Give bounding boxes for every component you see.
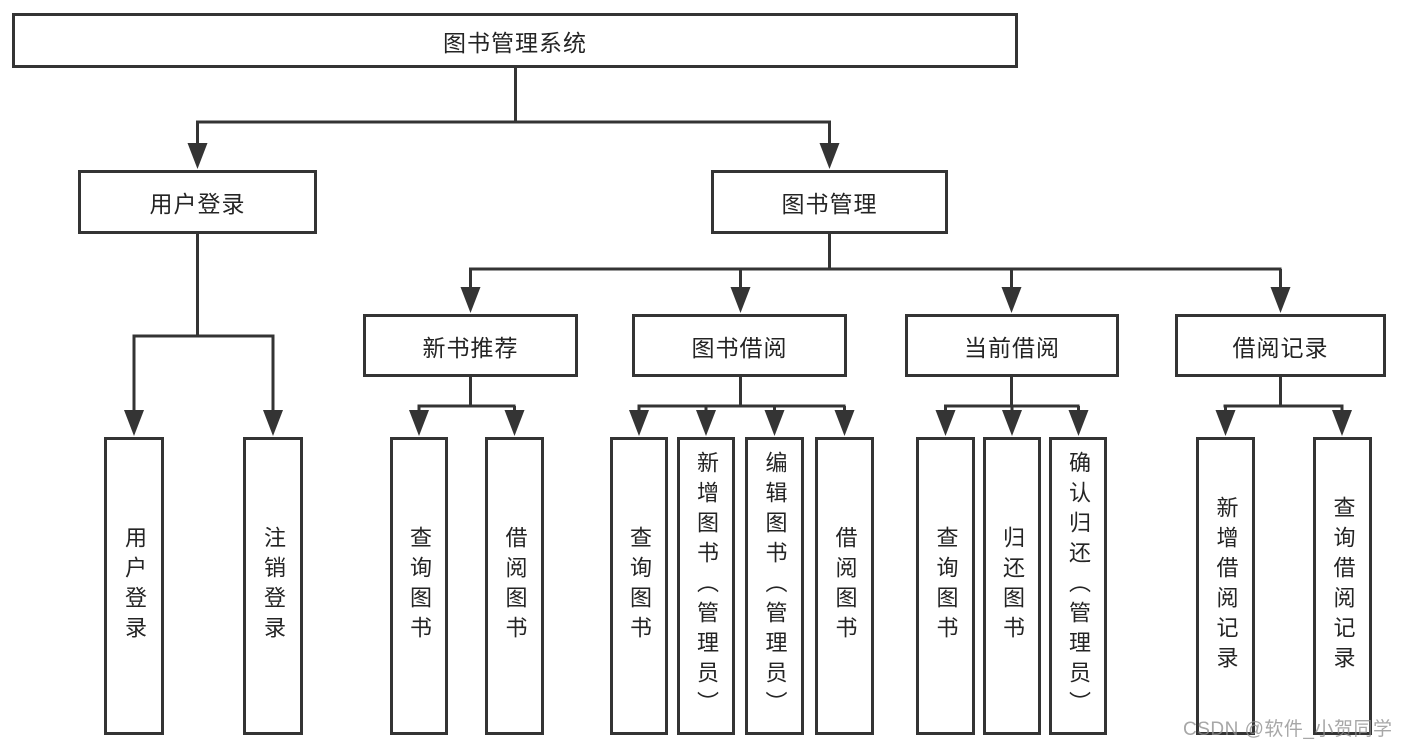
leaf-query-borrow-record: 查询借阅记录 (1313, 437, 1372, 735)
leaf-borrow-books: 借阅图书 (815, 437, 874, 735)
node-borrow-records: 借阅记录 (1175, 314, 1386, 377)
node-new-book-recommend: 新书推荐 (363, 314, 578, 377)
node-library-system: 图书管理系统 (12, 13, 1018, 68)
node-book-borrow: 图书借阅 (632, 314, 847, 377)
leaf-query-books-borrow: 查询图书 (610, 437, 668, 735)
leaf-query-books-current: 查询图书 (916, 437, 975, 735)
leaf-confirm-return-admin: 确认归还（管理员） (1049, 437, 1107, 735)
leaf-user-login: 用户登录 (104, 437, 164, 735)
csdn-watermark: CSDN @软件_小贺同学 (1183, 719, 1393, 740)
leaf-edit-book-admin: 编辑图书（管理员） (745, 437, 804, 735)
leaf-add-book-admin: 新增图书（管理员） (677, 437, 735, 735)
leaf-borrow-books-recommend: 借阅图书 (485, 437, 544, 735)
node-user-login: 用户登录 (78, 170, 317, 234)
node-book-management: 图书管理 (711, 170, 948, 234)
leaf-add-borrow-record: 新增借阅记录 (1196, 437, 1255, 735)
leaf-return-book: 归还图书 (983, 437, 1041, 735)
leaf-logout: 注销登录 (243, 437, 303, 735)
leaf-query-books-recommend: 查询图书 (390, 437, 448, 735)
node-current-borrow: 当前借阅 (905, 314, 1119, 377)
